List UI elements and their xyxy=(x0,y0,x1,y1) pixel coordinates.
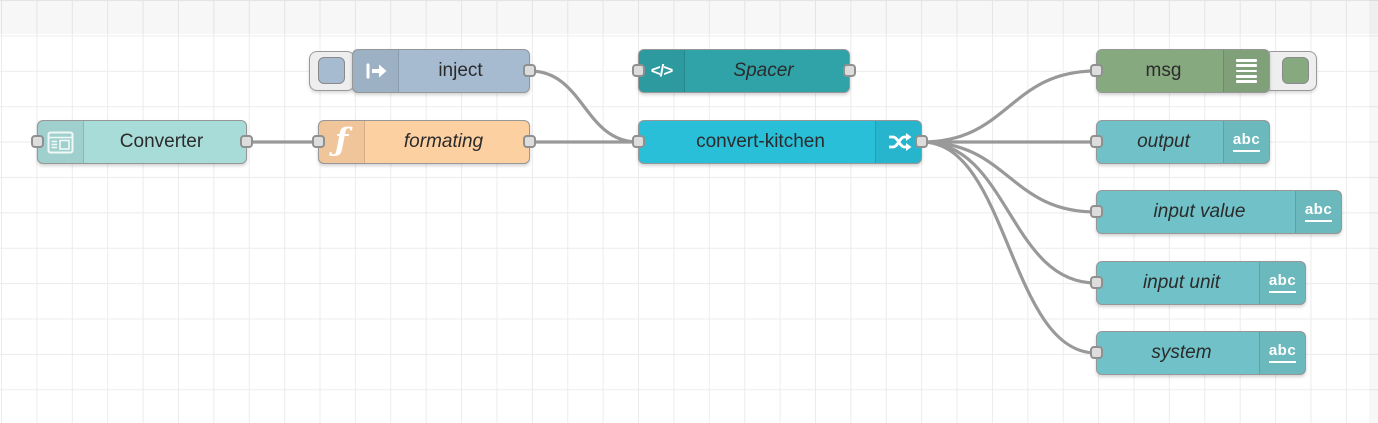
input-port[interactable] xyxy=(31,135,44,148)
node-input-value[interactable]: abc input value xyxy=(1090,190,1342,234)
node-convert-kitchen[interactable]: convert-kitchen xyxy=(632,120,928,164)
inject-trigger-button[interactable] xyxy=(309,51,355,91)
node-label: output xyxy=(1137,131,1190,152)
function-icon: ƒ xyxy=(319,121,365,163)
node-label: msg xyxy=(1145,60,1182,81)
node-label: input unit xyxy=(1142,272,1221,293)
wire[interactable] xyxy=(528,69,640,144)
node-msg-debug[interactable]: msg xyxy=(1090,49,1270,93)
input-port[interactable] xyxy=(1090,276,1103,289)
abc-text-icon: abc xyxy=(1295,191,1341,233)
dashboard-window-icon xyxy=(38,121,84,163)
output-port[interactable] xyxy=(843,64,856,77)
output-port[interactable] xyxy=(915,135,928,148)
wire[interactable] xyxy=(920,140,1098,214)
node-inject[interactable]: inject xyxy=(352,49,536,93)
output-port[interactable] xyxy=(523,64,536,77)
input-port[interactable] xyxy=(1090,346,1103,359)
node-system[interactable]: abc system xyxy=(1090,331,1306,375)
debug-toggle-button-inner xyxy=(1282,57,1309,84)
node-label: inject xyxy=(438,60,483,81)
wire[interactable] xyxy=(920,69,1098,144)
abc-text-icon: abc xyxy=(1259,262,1305,304)
output-port[interactable] xyxy=(240,135,253,148)
output-port[interactable] xyxy=(523,135,536,148)
input-port[interactable] xyxy=(1090,64,1103,77)
wire[interactable] xyxy=(920,140,1098,355)
abc-text-icon: abc xyxy=(1223,121,1269,163)
input-port[interactable] xyxy=(312,135,325,148)
inject-trigger-button-inner xyxy=(318,57,345,84)
input-port[interactable] xyxy=(632,135,645,148)
node-label: formating xyxy=(403,131,484,152)
input-port[interactable] xyxy=(632,64,645,77)
abc-text-icon: abc xyxy=(1259,332,1305,374)
node-label: Spacer xyxy=(733,60,794,81)
node-label: convert-kitchen xyxy=(696,131,825,152)
node-label: system xyxy=(1151,342,1212,363)
node-input-unit[interactable]: abc input unit xyxy=(1090,261,1306,305)
shuffle-icon xyxy=(875,121,921,163)
list-lines-icon xyxy=(1223,50,1269,92)
node-output[interactable]: abc output xyxy=(1090,120,1270,164)
inject-arrow-icon xyxy=(353,50,399,92)
code-icon: </> xyxy=(639,50,685,92)
node-label: input value xyxy=(1153,201,1246,222)
node-spacer[interactable]: </> Spacer xyxy=(632,49,856,93)
node-formating[interactable]: ƒ formating xyxy=(312,120,536,164)
input-port[interactable] xyxy=(1090,135,1103,148)
node-label: Converter xyxy=(119,131,204,152)
wire[interactable] xyxy=(920,140,1098,285)
debug-toggle-button[interactable] xyxy=(1264,51,1317,91)
input-port[interactable] xyxy=(1090,205,1103,218)
node-converter[interactable]: Converter xyxy=(31,120,253,164)
